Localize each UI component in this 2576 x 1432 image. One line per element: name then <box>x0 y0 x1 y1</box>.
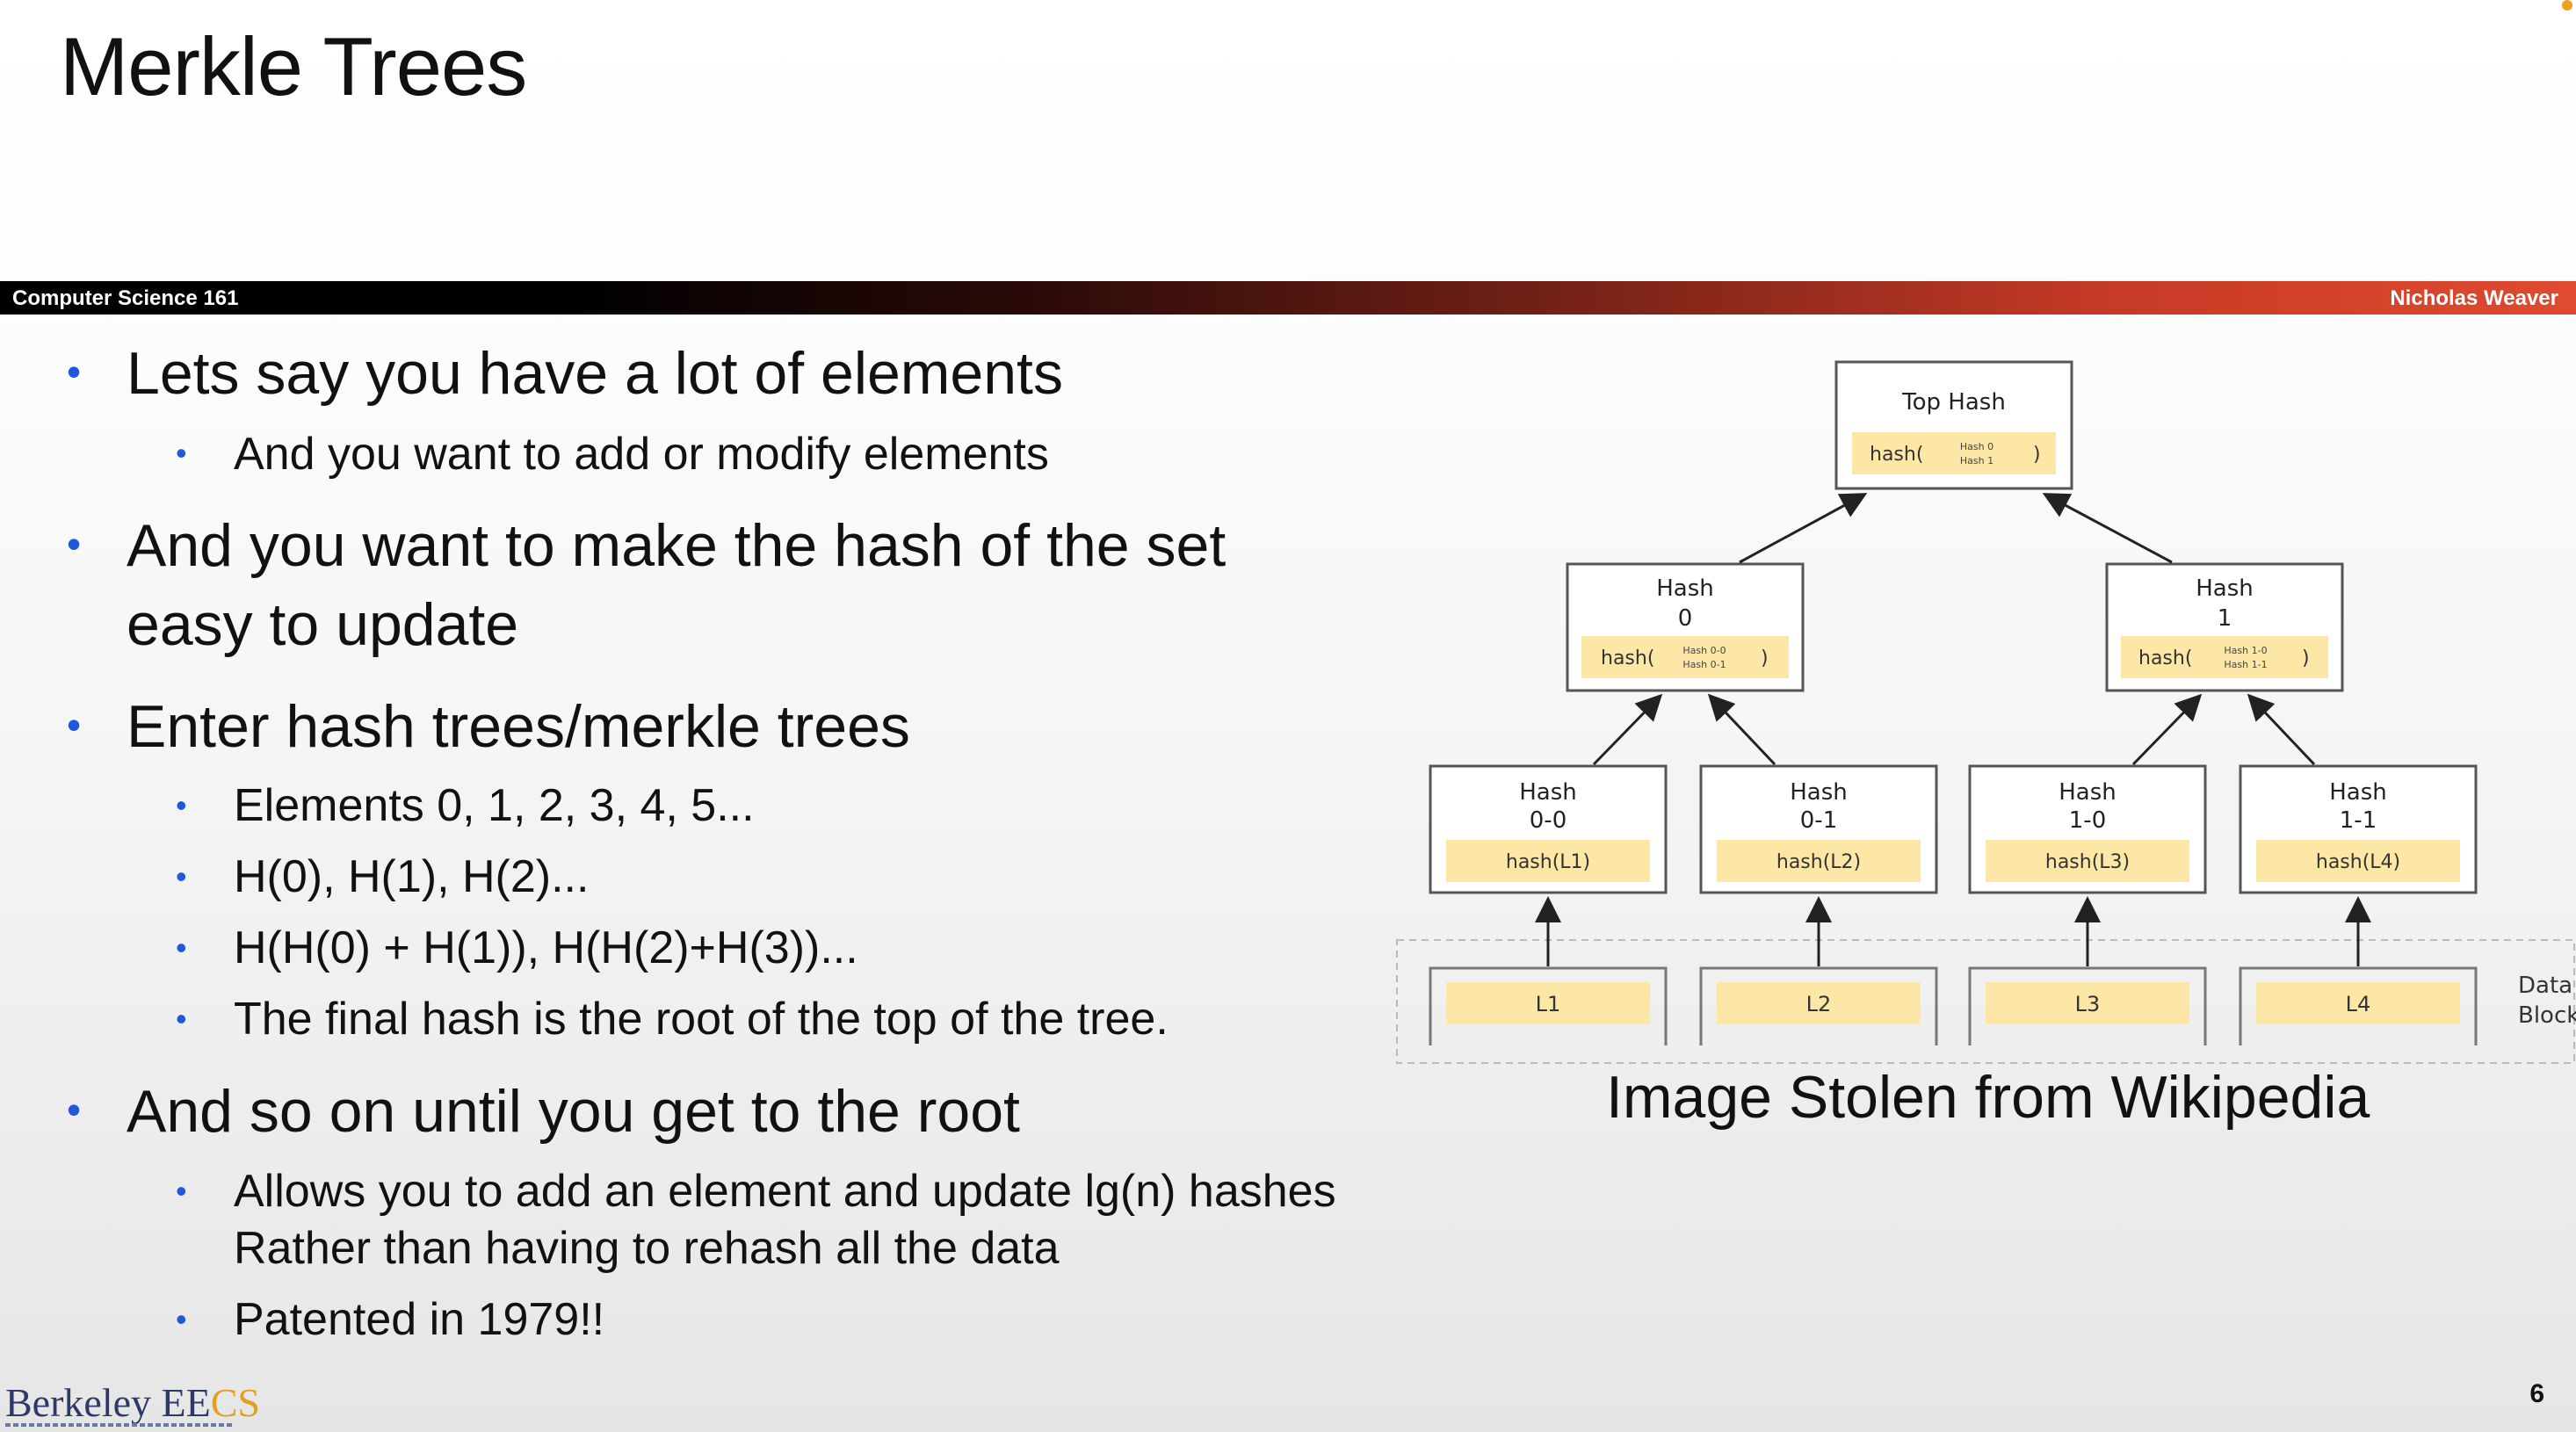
arrow <box>1707 693 1776 766</box>
arrow <box>1592 693 1663 766</box>
bullet-item: Allows you to add an element and update … <box>234 1166 1336 1217</box>
data-block-l1: L1 <box>1429 966 1668 1045</box>
top-hash-node: Top Hash hash( Hash 0 Hash 1 ) <box>1834 360 2073 490</box>
hash-1-0-title: Hash <box>2059 779 2117 806</box>
hash-1-node: Hash 1 hash( Hash 1-0 Hash 1-1 ) <box>2105 562 2344 692</box>
bullet-dot: • <box>176 858 187 894</box>
hash-0-arg: Hash 0-0 <box>1682 645 1726 656</box>
bullet-dot: • <box>176 1173 187 1209</box>
hash-0-title: 0 <box>1678 605 1693 632</box>
bullet-dot: • <box>67 521 82 567</box>
bullet-item: And you want to add or modify elements <box>234 429 1049 480</box>
data-blocks-label: Data <box>2518 973 2572 999</box>
bullet-item: H(H(0) + H(1)), H(H(2)+H(3))... <box>234 922 858 973</box>
hash-0-arg: Hash 0-1 <box>1682 659 1726 670</box>
bullet-item-continuation: easy to update <box>127 591 519 658</box>
arrow <box>1739 493 1868 564</box>
bullet-item: Lets say you have a lot of elements <box>127 340 1063 407</box>
hash-1-title: 1 <box>2218 605 2232 632</box>
hash-1-arg: Hash 1-0 <box>2224 645 2267 656</box>
page-number: 6 <box>2529 1379 2544 1408</box>
bullet-dot: • <box>67 1087 82 1132</box>
corner-dot <box>2562 0 2572 11</box>
hash-0-1-title: Hash <box>1790 779 1848 806</box>
hash-0-1-node: Hash 0-1 hash(L2) <box>1699 764 1938 894</box>
data-block-label: L3 <box>2075 992 2101 1016</box>
bullet-dot: • <box>176 787 187 823</box>
data-block-label: L4 <box>2346 992 2371 1016</box>
hash-1-1-node: Hash 1-1 hash(L4) <box>2239 764 2478 894</box>
bullet-dot: • <box>176 1001 187 1037</box>
logo-ee: EE <box>161 1380 211 1425</box>
bullet-item: H(0), H(1), H(2)... <box>234 851 590 902</box>
top-hash-close: ) <box>2033 444 2041 466</box>
logo-cs: CS <box>210 1380 260 1425</box>
top-hash-title: Top Hash <box>1901 389 2006 416</box>
author-label: Nicholas Weaver <box>2390 286 2558 310</box>
data-block-label: L1 <box>1536 992 1561 1016</box>
data-blocks-label: Blocks <box>2518 1002 2576 1029</box>
image-caption: Image Stolen from Wikipedia <box>1606 1064 2370 1131</box>
bullet-item: And you want to make the hash of the set <box>127 512 1226 579</box>
bullet-dot: • <box>176 929 187 966</box>
merkle-tree-diagram: Top Hash hash( Hash 0 Hash 1 ) Hash 0 ha… <box>1396 360 2576 1064</box>
bullet-item: The final hash is the root of the top of… <box>234 994 1169 1045</box>
bullet-item-continuation: Rather than having to rehash all the dat… <box>234 1223 1060 1274</box>
bullet-item: Patented in 1979!! <box>234 1294 605 1345</box>
arrow <box>2131 693 2203 766</box>
bullet-dot: • <box>67 349 82 394</box>
data-block-label: L2 <box>1806 992 1832 1016</box>
logo-tagline <box>5 1423 234 1427</box>
logo-berkeley: Berkeley <box>5 1380 162 1425</box>
hash-1-1-fn: hash(L4) <box>2316 851 2400 873</box>
hash-0-title: Hash <box>1656 575 1714 602</box>
berkeley-eecs-logo: Berkeley EECS <box>5 1379 260 1426</box>
hash-1-1-title: Hash <box>2329 779 2387 806</box>
top-hash-fn: hash( <box>1870 444 1923 466</box>
hash-0-0-node: Hash 0-0 hash(L1) <box>1429 764 1668 894</box>
hash-1-arg: Hash 1-1 <box>2224 659 2267 670</box>
hash-0-0-fn: hash(L1) <box>1506 851 1590 873</box>
hash-0-1-fn: hash(L2) <box>1776 851 1861 873</box>
course-label: Computer Science 161 <box>12 286 239 310</box>
header-band: Computer Science 161 Nicholas Weaver <box>0 281 2576 315</box>
hash-0-1-title: 0-1 <box>1800 807 1837 834</box>
top-hash-arg: Hash 1 <box>1960 455 1994 466</box>
data-block-l2: L2 <box>1699 966 1938 1045</box>
data-blocks-region <box>1396 939 2575 1064</box>
hash-0-node: Hash 0 hash( Hash 0-0 Hash 0-1 ) <box>1566 562 1805 692</box>
hash-1-0-node: Hash 1-0 hash(L3) <box>1968 764 2207 894</box>
slide-title: Merkle Trees <box>60 20 527 112</box>
hash-0-0-title: Hash <box>1519 779 1577 806</box>
bullet-item: Elements 0, 1, 2, 3, 4, 5... <box>234 780 755 831</box>
arrow <box>2042 493 2173 564</box>
bullet-item: And so on until you get to the root <box>127 1078 1020 1145</box>
bullet-dot: • <box>176 1301 187 1337</box>
bullet-item: Enter hash trees/merkle trees <box>127 693 910 760</box>
data-block-l3: L3 <box>1968 966 2207 1045</box>
hash-0-close: ) <box>1761 647 1769 669</box>
hash-0-0-title: 0-0 <box>1530 807 1567 834</box>
top-hash-arg: Hash 0 <box>1960 441 1994 452</box>
hash-1-0-title: 1-0 <box>2069 807 2106 834</box>
hash-0-fn: hash( <box>1601 647 1654 669</box>
arrow <box>2247 693 2316 766</box>
data-block-l4: L4 <box>2239 966 2478 1045</box>
bullet-dot: • <box>67 702 82 748</box>
hash-1-title: Hash <box>2196 575 2254 602</box>
hash-1-fn: hash( <box>2138 647 2192 669</box>
hash-1-0-fn: hash(L3) <box>2045 851 2130 873</box>
bullet-dot: • <box>176 435 187 471</box>
hash-1-1-title: 1-1 <box>2340 807 2377 834</box>
hash-1-close: ) <box>2302 647 2310 669</box>
